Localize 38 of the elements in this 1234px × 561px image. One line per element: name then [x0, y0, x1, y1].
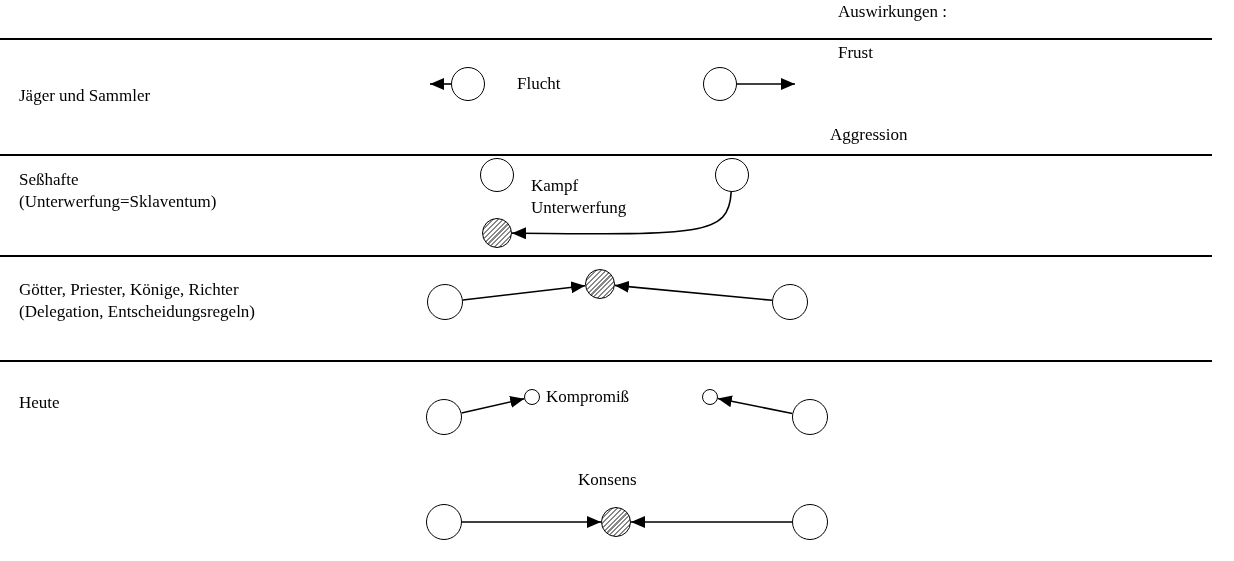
label-text: Kampf	[531, 176, 579, 196]
label-text: Götter, Priester, Könige, Richter	[19, 280, 239, 300]
circle	[703, 67, 737, 101]
label-text: Unterwerfung	[531, 198, 627, 218]
arrow	[630, 516, 793, 528]
circle	[451, 67, 485, 101]
label-text: Seßhafte	[19, 170, 79, 190]
arrow	[461, 516, 602, 528]
circle	[702, 389, 718, 405]
arrow	[460, 396, 525, 414]
label-text: Kompromiß	[546, 387, 630, 407]
circle	[715, 158, 749, 192]
hatched-circle	[585, 269, 615, 299]
arrow	[614, 280, 773, 302]
circle	[772, 284, 808, 320]
label-text: Auswirkungen :	[838, 2, 948, 22]
label-text: Konsens	[578, 470, 637, 490]
circle	[480, 158, 514, 192]
circle	[792, 504, 828, 540]
circle	[524, 389, 540, 405]
arrow	[717, 395, 794, 415]
circle	[426, 399, 462, 435]
label-text: Jäger und Sammler	[19, 86, 151, 106]
label-text: (Delegation, Entscheidungsregeln)	[19, 302, 256, 322]
label-text: Frust	[838, 43, 873, 63]
hatched-circle	[601, 507, 631, 537]
label-text: Flucht	[517, 74, 561, 94]
label-text: Heute	[19, 393, 60, 413]
arrow	[462, 281, 586, 301]
circle	[427, 284, 463, 320]
arrow	[429, 78, 452, 90]
circle	[792, 399, 828, 435]
label-text: Aggression	[830, 125, 908, 145]
arrow	[736, 78, 796, 90]
hatched-circle	[482, 218, 512, 248]
circle	[426, 504, 462, 540]
arrow	[511, 191, 732, 240]
label-text: (Unterwerfung=Sklaventum)	[19, 192, 217, 212]
